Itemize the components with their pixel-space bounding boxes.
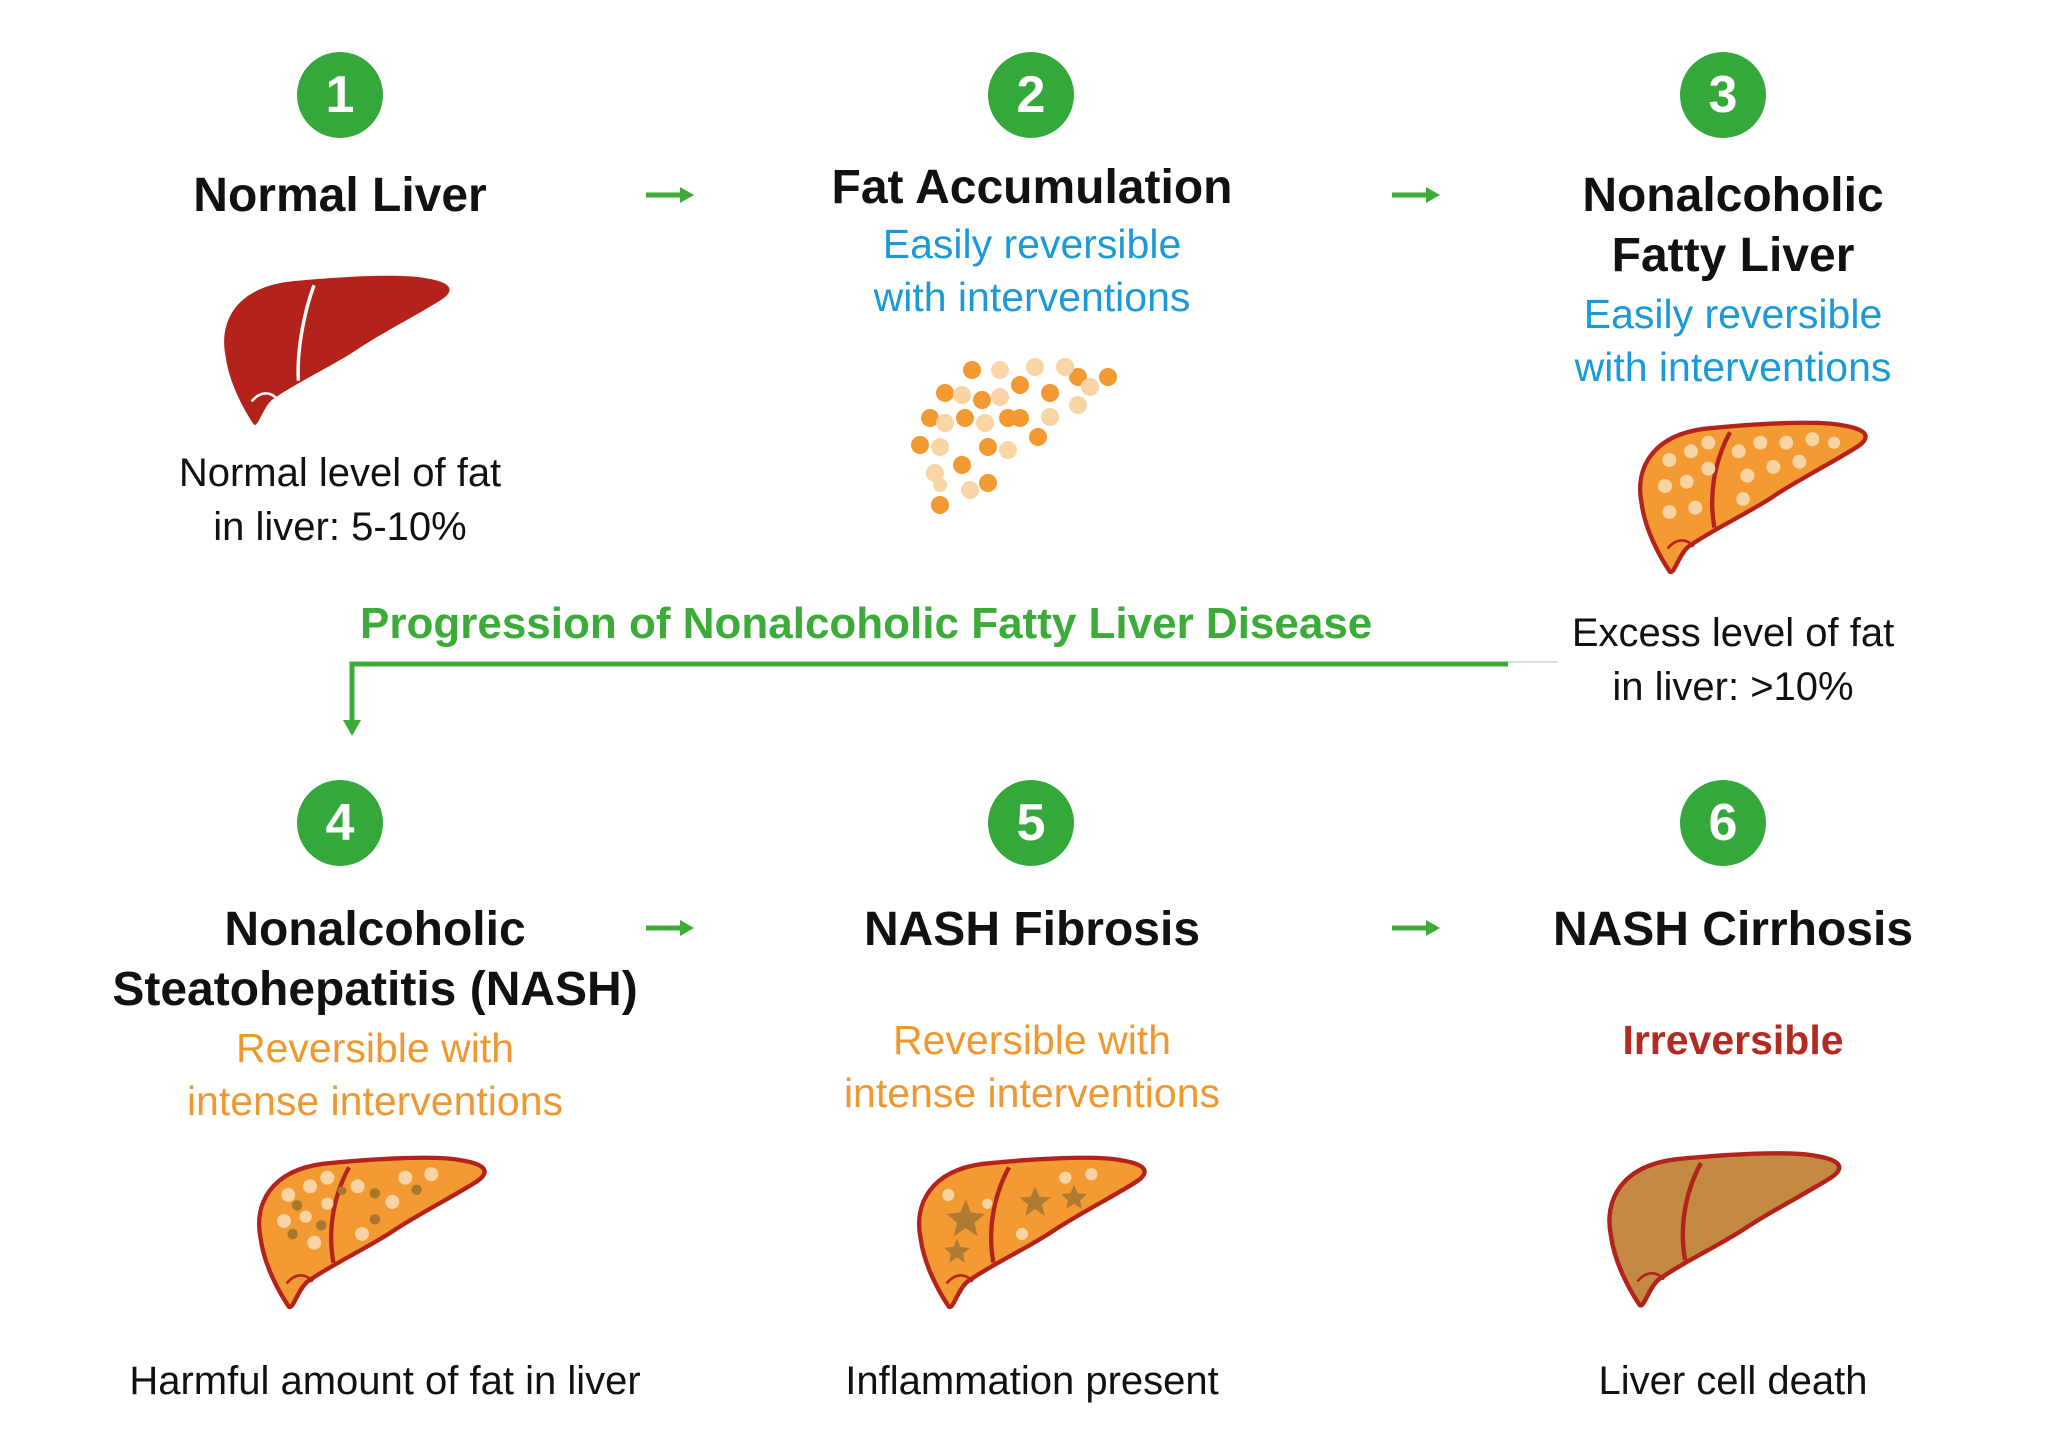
stage-4-title-line: Nonalcoholic xyxy=(224,903,526,956)
stage-2-title-line: Fat Accumulation xyxy=(831,161,1233,214)
stage-1-description-line: in liver: 5-10% xyxy=(213,505,467,549)
cirrhosis-liver-icon xyxy=(1595,1140,1860,1322)
stage-3-title-line: Fatty Liver xyxy=(1611,229,1855,282)
stage-3-reversibility-line: with interventions xyxy=(1574,344,1892,390)
progression-connector-arrow xyxy=(343,661,1558,736)
stage-3-reversibility: Easily reversible with interventions xyxy=(1423,288,2043,394)
right-arrow-icon xyxy=(1392,187,1440,203)
normal-liver-icon xyxy=(224,275,450,425)
stage-4-description: Harmful amount of fat in liver xyxy=(35,1354,735,1408)
stage-6-number-badge: 6 xyxy=(1680,780,1766,866)
stage-3-title-line: Nonalcoholic xyxy=(1582,169,1884,222)
stage-6-description: Liver cell death xyxy=(1393,1354,2048,1408)
stage-6-description-line: Liver cell death xyxy=(1598,1359,1868,1403)
stage-4-description-line: Harmful amount of fat in liver xyxy=(129,1359,641,1403)
right-arrow-icon xyxy=(646,920,694,936)
nash-liver-icon xyxy=(245,1145,505,1323)
stage-5-reversibility-line: intense interventions xyxy=(843,1070,1221,1116)
stage-5-title-line: NASH Fibrosis xyxy=(863,903,1201,956)
stage-2-reversibility: Easily reversible with interventions xyxy=(722,218,1342,324)
stage-1-title: Normal Liver xyxy=(30,166,650,226)
stage-6-reversibility: Irreversible xyxy=(1423,1014,2043,1067)
fibrosis-liver-icon xyxy=(905,1145,1165,1323)
stage-4-title-line: Steatohepatitis (NASH) xyxy=(112,963,638,1016)
stage-5-description-line: Inflammation present xyxy=(845,1359,1219,1403)
stage-6-reversibility-line: Irreversible xyxy=(1622,1017,1844,1063)
stage-6-title-line: NASH Cirrhosis xyxy=(1552,903,1914,956)
stage-3-description-line: in liver: >10% xyxy=(1612,665,1854,709)
stage-3-title: Nonalcoholic Fatty Liver xyxy=(1423,166,2043,286)
stage-4-reversibility-line: intense interventions xyxy=(186,1078,564,1124)
stage-4-title: Nonalcoholic Steatohepatitis (NASH) xyxy=(45,900,705,1020)
stage-4-reversibility-line: Reversible with xyxy=(236,1025,514,1071)
stage-5-reversibility: Reversible with intense interventions xyxy=(722,1014,1342,1120)
progression-label: Progression of Nonalcoholic Fatty Liver … xyxy=(360,599,1373,648)
stage-2-reversibility-line: with interventions xyxy=(873,274,1191,320)
stage-3-description: Excess level of fat in liver: >10% xyxy=(1403,606,2048,714)
stage-2-title: Fat Accumulation xyxy=(722,158,1342,218)
stage-2-reversibility-line: Easily reversible xyxy=(882,221,1182,267)
right-arrow-icon xyxy=(1392,920,1440,936)
fatty-liver-icon xyxy=(1626,410,1886,588)
stage-6-title: NASH Cirrhosis xyxy=(1423,900,2043,960)
stage-3-description-line: Excess level of fat xyxy=(1571,611,1895,655)
stage-5-description: Inflammation present xyxy=(682,1354,1382,1408)
fat-droplets-icon xyxy=(911,358,1117,514)
stage-5-reversibility-line: Reversible with xyxy=(893,1017,1171,1063)
stage-1-description: Normal level of fat in liver: 5-10% xyxy=(0,446,690,554)
stage-1-number-badge: 1 xyxy=(297,52,383,138)
stage-1-title-line: Normal Liver xyxy=(193,169,487,222)
right-arrow-icon xyxy=(646,187,694,203)
stage-1-description-line: Normal level of fat xyxy=(178,451,502,495)
stage-4-reversibility: Reversible with intense interventions xyxy=(65,1022,685,1128)
stage-3-number-badge: 3 xyxy=(1680,52,1766,138)
stage-2-number-badge: 2 xyxy=(988,52,1074,138)
stage-5-number-badge: 5 xyxy=(988,780,1074,866)
stage-3-reversibility-line: Easily reversible xyxy=(1583,291,1883,337)
stage-4-number-badge: 4 xyxy=(297,780,383,866)
stage-5-title: NASH Fibrosis xyxy=(722,900,1342,960)
